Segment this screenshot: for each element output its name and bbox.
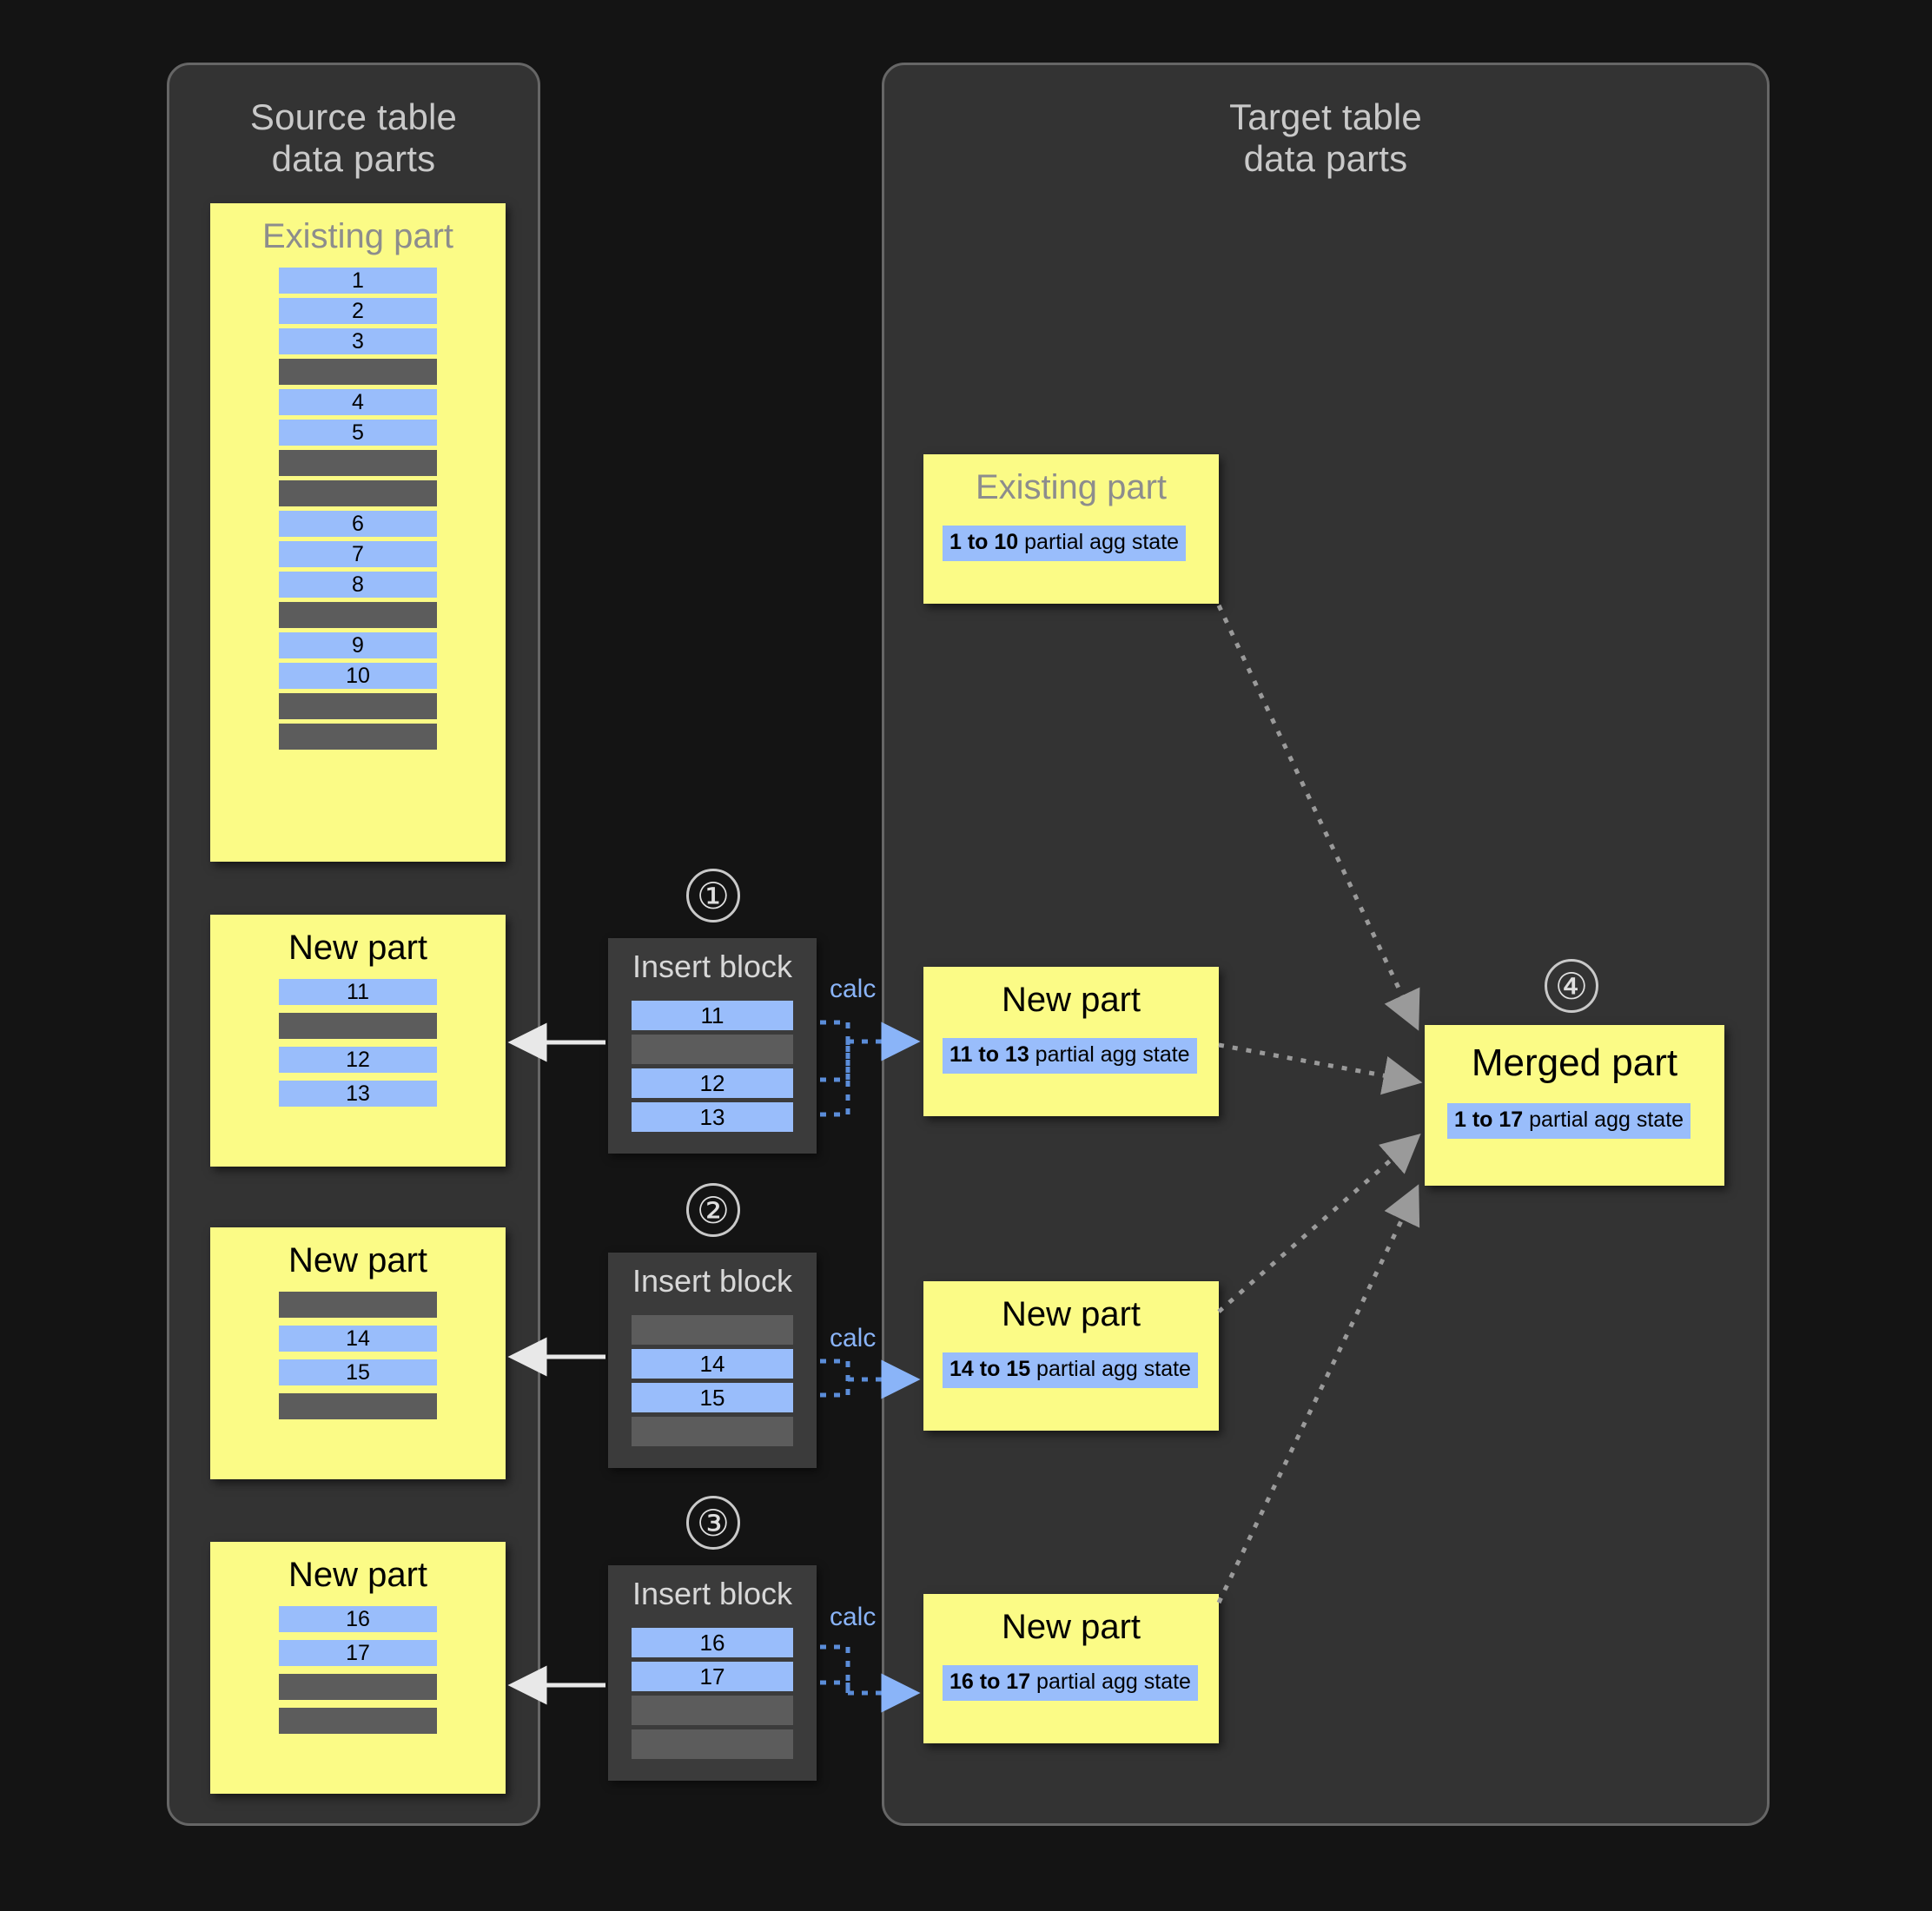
step-3-badge: ③ (686, 1496, 740, 1550)
target-existing-part-state-text: partial agg state (1018, 530, 1180, 554)
insert-block-1-row (632, 1035, 793, 1064)
merged-part: Merged part 1 to 17 partial agg state (1425, 1025, 1724, 1186)
source-new-part-2-title: New part (288, 1241, 428, 1280)
calc-label-3: calc (830, 1603, 877, 1631)
source-new-part-1-row: 11 (279, 979, 437, 1005)
insert-block-3-row: 17 (632, 1662, 793, 1691)
target-new-part-3-state-range: 16 to 17 (949, 1670, 1031, 1694)
source-new-part-1-rows: 11 12 13 (279, 979, 437, 1107)
target-new-part-3: New part 16 to 17 partial agg state (923, 1594, 1219, 1743)
target-new-part-1-state: 11 to 13 partial agg state (943, 1038, 1197, 1074)
merged-part-title: Merged part (1471, 1041, 1678, 1084)
insert-block-1: Insert block 11 12 13 (608, 938, 817, 1154)
source-new-part-2-row: 15 (279, 1359, 437, 1385)
source-new-part-2-row: 14 (279, 1326, 437, 1352)
calc-label-2: calc (830, 1324, 877, 1352)
step-2-badge: ② (686, 1183, 740, 1237)
target-new-part-1-title: New part (1001, 981, 1141, 1019)
source-existing-part-row (279, 602, 437, 628)
calc-label-1: calc (830, 975, 877, 1003)
target-existing-part-state: 1 to 10 partial agg state (943, 526, 1187, 561)
source-existing-part-row: 2 (279, 298, 437, 324)
source-existing-part-row: 1 (279, 268, 437, 294)
target-new-part-1-state-range: 11 to 13 (949, 1042, 1029, 1067)
source-new-part-3-row: 16 (279, 1606, 437, 1632)
source-new-part-2-row (279, 1393, 437, 1419)
insert-block-1-title: Insert block (632, 949, 793, 984)
insert-block-1-row: 12 (632, 1068, 793, 1098)
insert-block-1-rows: 11 12 13 (632, 1001, 793, 1132)
source-existing-part-row: 4 (279, 389, 437, 415)
target-new-part-2: New part 14 to 15 partial agg state (923, 1281, 1219, 1431)
target-new-part-2-state: 14 to 15 partial agg state (943, 1352, 1198, 1388)
source-existing-part-row (279, 724, 437, 750)
source-existing-part-row: 5 (279, 420, 437, 446)
source-new-part-3-title: New part (288, 1556, 428, 1594)
source-existing-part-row (279, 359, 437, 385)
source-existing-part-row: 10 (279, 663, 437, 689)
insert-block-3-row (632, 1696, 793, 1725)
target-table-title: Target table data parts (1229, 96, 1422, 180)
step-4-badge: ④ (1545, 959, 1598, 1013)
insert-block-1-row: 13 (632, 1102, 793, 1132)
source-existing-part-row (279, 450, 437, 476)
target-new-part-2-state-text: partial agg state (1030, 1357, 1191, 1381)
merged-part-state-range: 1 to 17 (1454, 1108, 1524, 1133)
insert-block-3-title: Insert block (632, 1576, 793, 1611)
source-existing-part-row: 3 (279, 328, 437, 354)
insert-block-2-title: Insert block (632, 1263, 793, 1299)
source-existing-part: Existing part 1 2 3 4 5 6 7 8 9 10 (210, 203, 506, 862)
insert-block-2-row: 15 (632, 1383, 793, 1412)
insert-block-2-row (632, 1417, 793, 1446)
merged-part-state: 1 to 17 partial agg state (1447, 1103, 1691, 1140)
target-table-panel: Target table data parts (882, 63, 1770, 1826)
source-new-part-1-row: 13 (279, 1081, 437, 1107)
target-new-part-1-state-text: partial agg state (1029, 1042, 1190, 1067)
insert-block-3-row: 16 (632, 1628, 793, 1657)
insert-block-3-row (632, 1729, 793, 1759)
target-new-part-3-state: 16 to 17 partial agg state (943, 1665, 1198, 1701)
source-existing-part-title: Existing part (261, 217, 454, 255)
source-new-part-1-title: New part (288, 929, 428, 967)
target-existing-part: Existing part 1 to 10 partial agg state (923, 454, 1219, 604)
source-new-part-3-row: 17 (279, 1640, 437, 1666)
source-existing-part-row: 8 (279, 572, 437, 598)
source-new-part-2-row (279, 1292, 437, 1318)
source-existing-part-row: 7 (279, 541, 437, 567)
source-new-part-3-row (279, 1708, 437, 1734)
insert-block-2-row: 14 (632, 1349, 793, 1379)
source-new-part-1-row: 12 (279, 1047, 437, 1073)
insert-block-2-row (632, 1315, 793, 1345)
step-1-badge: ① (686, 869, 740, 922)
source-new-part-1: New part 11 12 13 (210, 915, 506, 1167)
target-existing-part-state-range: 1 to 10 (949, 530, 1019, 554)
source-table-title: Source table data parts (249, 96, 458, 180)
target-new-part-1: New part 11 to 13 partial agg state (923, 967, 1219, 1116)
target-new-part-3-state-text: partial agg state (1030, 1670, 1191, 1694)
source-new-part-1-row (279, 1013, 437, 1039)
source-existing-part-row (279, 480, 437, 506)
source-existing-part-rows: 1 2 3 4 5 6 7 8 9 10 (279, 268, 437, 750)
target-new-part-3-title: New part (1001, 1608, 1141, 1646)
target-new-part-2-state-range: 14 to 15 (949, 1357, 1031, 1381)
source-existing-part-row (279, 693, 437, 719)
source-new-part-3-row (279, 1674, 437, 1700)
merged-part-state-text: partial agg state (1523, 1108, 1684, 1133)
target-existing-part-title: Existing part (975, 468, 1168, 506)
source-existing-part-row: 9 (279, 632, 437, 658)
source-existing-part-row: 6 (279, 511, 437, 537)
target-new-part-2-title: New part (1001, 1295, 1141, 1333)
insert-block-1-row: 11 (632, 1001, 793, 1030)
